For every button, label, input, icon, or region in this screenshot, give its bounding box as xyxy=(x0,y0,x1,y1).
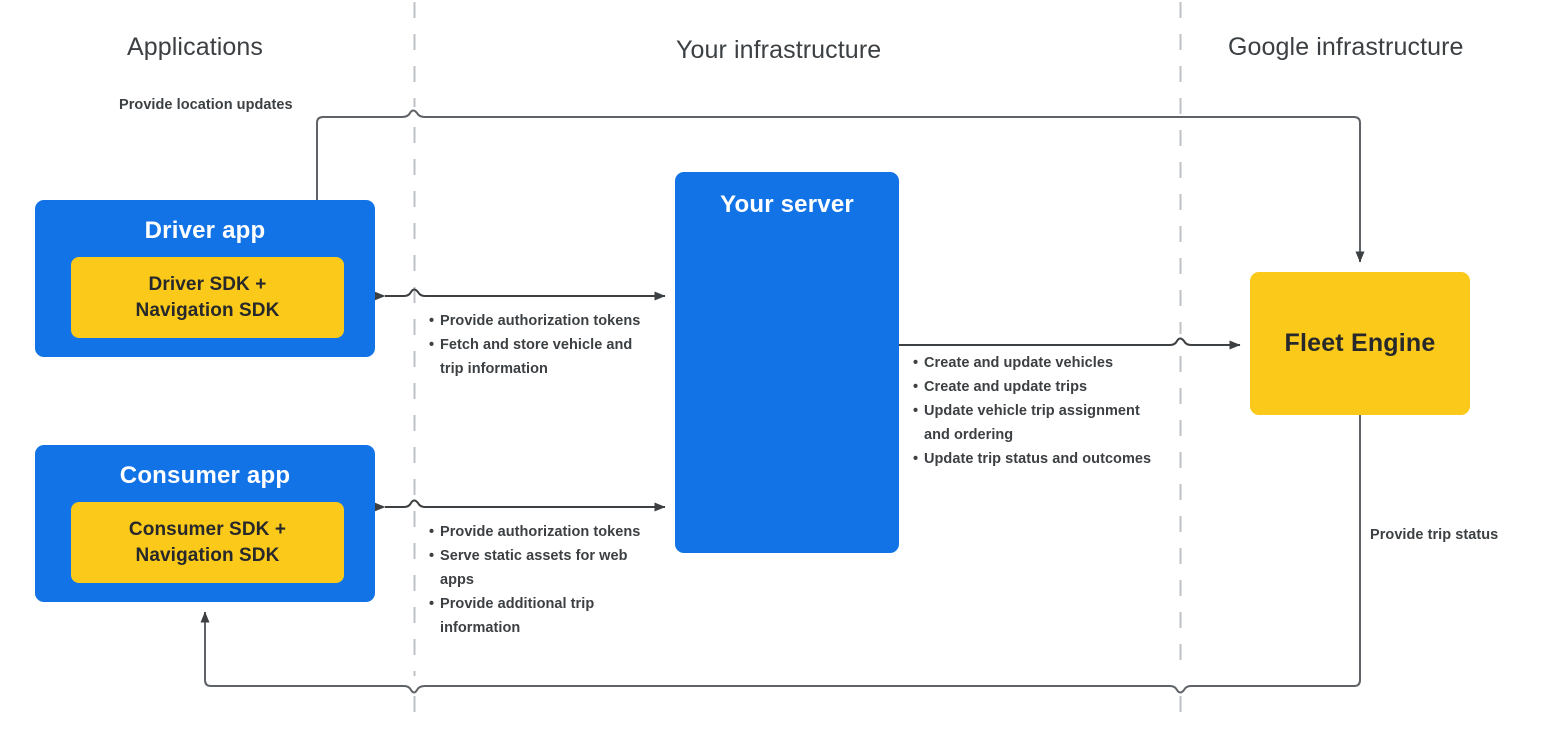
node-driver-sdk[interactable]: Driver SDK + Navigation SDK xyxy=(71,257,344,338)
flow-label-location-updates: Provide location updates xyxy=(119,97,293,113)
node-driver-app[interactable]: Driver app Driver SDK + Navigation SDK xyxy=(35,200,375,357)
list-item: Serve static assets for web apps xyxy=(429,544,644,592)
flow-label-trip-status: Provide trip status xyxy=(1370,527,1499,543)
bullets-driver-to-server: Provide authorization tokens Fetch and s… xyxy=(429,309,659,381)
bullets-server-to-fleet-engine: Create and update vehicles Create and up… xyxy=(913,351,1161,471)
node-consumer-sdk-label-line2: Navigation SDK xyxy=(135,544,280,566)
list-item: Provide authorization tokens xyxy=(429,520,644,544)
list-item: Update vehicle trip assignment and order… xyxy=(913,399,1161,447)
connector-driver-to-server xyxy=(374,288,666,301)
connector-consumer-to-server xyxy=(374,499,666,512)
node-fleet-engine-title: Fleet Engine xyxy=(1284,329,1436,357)
node-consumer-sdk-label: Consumer SDK + Navigation SDK xyxy=(129,517,286,567)
node-driver-sdk-label-line1: Driver SDK + xyxy=(148,274,267,296)
zone-title-google-infrastructure: Google infrastructure xyxy=(1228,33,1464,61)
bullets-consumer-to-server: Provide authorization tokens Serve stati… xyxy=(429,520,644,640)
zone-title-your-infrastructure: Your infrastructure xyxy=(676,36,882,64)
list-item: Update trip status and outcomes xyxy=(913,447,1161,471)
node-your-server[interactable]: Your server xyxy=(675,172,899,553)
node-consumer-app[interactable]: Consumer app Consumer SDK + Navigation S… xyxy=(35,445,375,602)
node-consumer-sdk[interactable]: Consumer SDK + Navigation SDK xyxy=(71,502,344,583)
connector-server-to-fleet-engine xyxy=(899,337,1241,350)
list-item: Provide authorization tokens xyxy=(429,309,659,333)
list-item: Create and update vehicles xyxy=(913,351,1161,375)
node-driver-sdk-label: Driver SDK + Navigation SDK xyxy=(136,272,280,322)
zone-title-applications: Applications xyxy=(127,33,264,61)
list-item: Fetch and store vehicle and trip informa… xyxy=(429,333,659,381)
node-consumer-app-title: Consumer app xyxy=(119,462,291,489)
node-driver-app-title: Driver app xyxy=(144,217,266,244)
node-fleet-engine[interactable]: Fleet Engine xyxy=(1250,272,1470,415)
list-item: Create and update trips xyxy=(913,375,1161,399)
list-item: Provide additional trip information xyxy=(429,592,644,640)
node-consumer-sdk-label-line1: Consumer SDK + xyxy=(128,519,287,541)
node-driver-sdk-label-line2: Navigation SDK xyxy=(135,299,280,321)
node-your-server-title: Your server xyxy=(720,191,854,218)
